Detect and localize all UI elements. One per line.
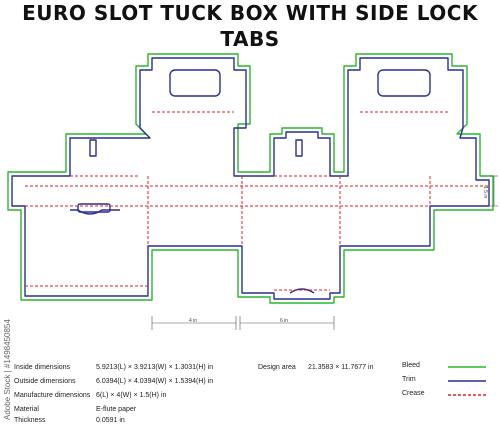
spec-value-outside: 6.0394(L) × 4.0394(W) × 1.5394(H) in xyxy=(96,378,214,385)
spec-label-outside: Outside dimensions xyxy=(14,378,76,385)
spec-value-thickness: 0.0591 in xyxy=(96,417,125,424)
legend-bleed-label: Bleed xyxy=(402,362,420,369)
legend-swatches xyxy=(448,366,486,396)
crease-lines xyxy=(25,111,489,291)
spec-label-manufacture: Manufacture dimensions xyxy=(14,392,91,399)
spec-label-inside: Inside dimensions xyxy=(14,364,71,371)
design-area-value: 21.3583 × 11.7677 in xyxy=(308,364,374,371)
page-title: EURO SLOT TUCK BOX WITH SIDE LOCK TABS xyxy=(22,1,478,51)
dim-height: 1.5 in xyxy=(482,186,488,199)
spec-value-manufacture: 6(L) × 4(W) × 1.5(H) in xyxy=(96,392,167,399)
legend-trim-label: Trim xyxy=(402,376,416,383)
spec-value-material: E-flute paper xyxy=(96,406,137,413)
dimension-lines xyxy=(151,175,498,330)
spec-label-material: Material xyxy=(14,406,39,413)
stock-watermark-text: Adobe Stock | #1498450854 xyxy=(3,319,12,420)
trim-outline xyxy=(11,57,490,300)
design-area-label: Design area xyxy=(258,364,296,371)
spec-value-inside: 5.9213(L) × 3.9213(W) × 1.3031(H) in xyxy=(96,364,214,371)
dim-width-b: 6 in xyxy=(280,318,289,324)
spec-label-thickness: Thickness xyxy=(14,417,46,424)
bleed-outline xyxy=(7,53,494,304)
legend-crease-label: Crease xyxy=(402,390,425,397)
dim-width-a: 4 in xyxy=(189,318,198,324)
